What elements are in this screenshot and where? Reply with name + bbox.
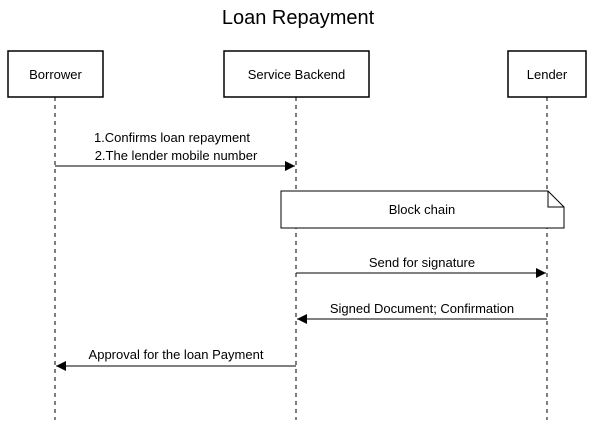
- participant-box: [7, 50, 104, 98]
- participant-label: Lender: [527, 67, 568, 82]
- participant-service-backend[interactable]: Service Backend: [223, 50, 370, 98]
- participant-label: Borrower: [29, 67, 82, 82]
- message-label: Signed Document; Confirmation: [330, 301, 514, 316]
- participant-label: Service Backend: [248, 67, 346, 82]
- message-label: Approval for the loan Payment: [89, 347, 264, 362]
- note-block-chain[interactable]: Block chain: [280, 190, 565, 229]
- message-signed-document[interactable]: Signed Document; Confirmation: [297, 301, 547, 324]
- message-send-for-signature[interactable]: Send for signature: [296, 255, 546, 278]
- message-label: 1.Confirms loan repayment: [94, 130, 250, 145]
- participant-box: [223, 50, 370, 98]
- message-label: Send for signature: [369, 255, 475, 270]
- participant-lender[interactable]: Lender: [507, 50, 587, 98]
- note-shape: [280, 190, 565, 229]
- participant-box: [507, 50, 587, 98]
- diagram-title: Loan Repayment: [222, 7, 375, 29]
- note-fold: [547, 191, 564, 208]
- participant-borrower[interactable]: Borrower: [7, 50, 104, 98]
- note-label: Block chain: [389, 202, 455, 217]
- message-label: 2.The lender mobile number: [95, 148, 258, 163]
- message-confirm-repayment[interactable]: 1.Confirms loan repayment 2.The lender m…: [55, 130, 295, 171]
- message-approval[interactable]: Approval for the loan Payment: [56, 347, 296, 371]
